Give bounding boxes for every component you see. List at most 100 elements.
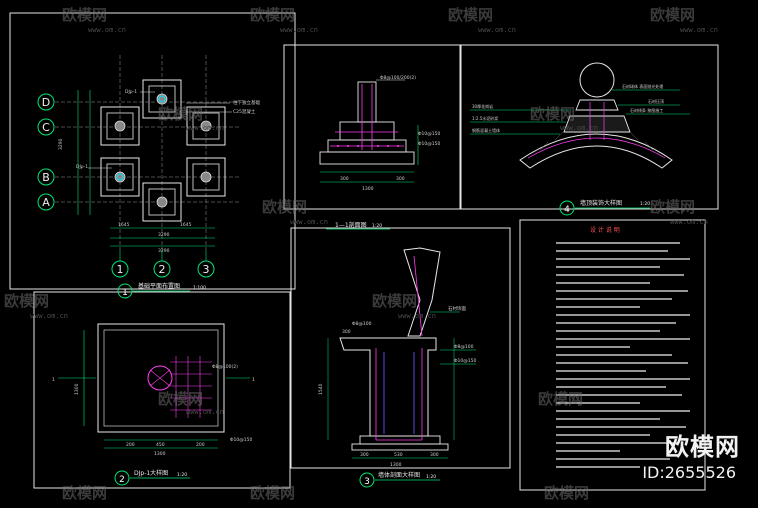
svg-text:3290: 3290 (158, 232, 170, 238)
watermark-brand: 欧模网 (262, 198, 308, 216)
brand-id-label: ID:2655526 (642, 463, 736, 482)
watermark-brand: 欧模网 (530, 105, 576, 123)
svg-text:1645: 1645 (180, 222, 192, 228)
notes-title: 设 计 说 明 (590, 226, 620, 234)
section-1-scale: 1:20 (372, 223, 382, 229)
detail-2-scale: 1:20 (177, 472, 187, 478)
svg-text:1300: 1300 (74, 383, 80, 395)
svg-text:300: 300 (360, 452, 369, 458)
svg-text:1300: 1300 (362, 186, 374, 192)
section-1-title: 1—1剖面图 (335, 221, 367, 229)
axis-row-c: C (42, 121, 50, 134)
watermark-url: www.om.cn (280, 26, 318, 34)
detail-3-number: 3 (364, 477, 370, 487)
watermark-brand: 欧模网 (650, 198, 696, 216)
watermark-brand: 欧模网 (544, 484, 590, 502)
watermark-brand: 欧模网 (250, 6, 296, 24)
watermark-url: www.om.cn (88, 26, 126, 34)
detail-3-scale: 1:20 (426, 474, 436, 480)
svg-text:Φ10@150: Φ10@150 (418, 141, 440, 147)
svg-text:Φ8@100(2): Φ8@100(2) (212, 364, 238, 370)
svg-text:Φ10@150: Φ10@150 (418, 131, 440, 137)
svg-text:3290: 3290 (158, 248, 170, 254)
plan-number: 1 (122, 288, 128, 298)
watermark-brand: 欧模网 (448, 6, 494, 24)
svg-text:200: 200 (126, 442, 135, 448)
svg-text:1: 1 (52, 377, 55, 383)
axis-row-b: B (42, 171, 50, 184)
watermark-url: www.om.cn (186, 408, 224, 416)
watermark-brand: 欧模网 (372, 292, 418, 310)
axis-col-3: 3 (203, 263, 210, 276)
axis-col-2: 2 (159, 263, 166, 276)
panel-frames (9, 12, 719, 491)
svg-text:1300: 1300 (154, 451, 166, 457)
detail-3-frame (290, 227, 511, 469)
svg-text:DJp-1: DJp-1 (125, 89, 137, 95)
watermark-url: www.om.cn (290, 218, 328, 226)
detail-2-frame (33, 291, 291, 489)
svg-text:300: 300 (396, 176, 405, 182)
watermark-url: www.om.cn (670, 218, 708, 226)
svg-text:石材球体 表面抛光处理: 石材球体 表面抛光处理 (622, 83, 663, 89)
svg-text:30厚花岗岩: 30厚花岗岩 (472, 103, 493, 109)
svg-text:C25混凝土: C25混凝土 (233, 108, 256, 115)
watermark-brand: 欧模网 (250, 484, 296, 502)
axis-row-d: D (42, 96, 50, 109)
watermark-brand: 欧模网 (650, 6, 696, 24)
svg-text:300: 300 (340, 176, 349, 182)
axis-row-a: A (42, 196, 50, 209)
watermark-url: www.om.cn (680, 26, 718, 34)
svg-text:1:2.5水泥砂浆: 1:2.5水泥砂浆 (472, 115, 498, 121)
svg-text:300: 300 (430, 452, 439, 458)
plan-frame (9, 12, 296, 290)
svg-text:450: 450 (156, 442, 165, 448)
watermark-brand: 欧模网 (62, 6, 108, 24)
svg-text:Φ8@100/200(2): Φ8@100/200(2) (380, 75, 416, 81)
watermark-brand: 欧模网 (158, 390, 204, 408)
svg-text:300: 300 (342, 329, 351, 335)
section-1-frame (283, 44, 462, 210)
detail-2-title: DJp-1大样图 (134, 469, 168, 477)
svg-text:Φ8@100: Φ8@100 (454, 344, 474, 350)
notes-drawing: 设 计 说 明 (556, 226, 690, 468)
svg-text:1300: 1300 (390, 462, 402, 468)
watermark-url: www.om.cn (186, 124, 224, 132)
detail-3-title: 墙体剖面大样图 (378, 471, 420, 479)
brand-logo-text: 欧模网 (665, 433, 740, 461)
axis-col-1: 1 (117, 263, 124, 276)
watermark-url: www.om.cn (478, 26, 516, 34)
svg-text:柱下独立基础: 柱下独立基础 (233, 99, 260, 106)
detail-4-scale: 1:20 (640, 201, 650, 207)
svg-text:Φ8@100: Φ8@100 (352, 321, 372, 327)
watermark-brand: 欧模网 (4, 292, 50, 310)
svg-text:钢筋混凝土墙体: 钢筋混凝土墙体 (472, 127, 500, 133)
svg-text:Φ10@150: Φ10@150 (230, 437, 252, 443)
detail-2-number: 2 (119, 475, 125, 485)
svg-text:1540: 1540 (318, 383, 324, 395)
watermark-brand: 欧模网 (538, 390, 584, 408)
plan-title: 基础平面布置图 (138, 282, 180, 290)
watermark-url: www.om.cn (30, 312, 68, 320)
watermark-url: www.om.cn (560, 124, 598, 132)
detail-4-number: 4 (564, 205, 570, 215)
svg-text:200: 200 (196, 442, 205, 448)
svg-text:3290: 3290 (58, 138, 64, 150)
svg-text:Φ10@150: Φ10@150 (454, 358, 476, 364)
notes-frame (519, 219, 706, 491)
plan-scale: 1:100 (193, 285, 206, 291)
detail-4-title: 墙顶装饰大样图 (580, 199, 622, 207)
watermark-brand: 欧模网 (62, 484, 108, 502)
svg-text:石材线条 按图施工: 石材线条 按图施工 (630, 107, 663, 113)
svg-text:DJp-1: DJp-1 (76, 164, 88, 170)
svg-text:石材饰面: 石材饰面 (448, 305, 466, 312)
detail-4-frame (459, 44, 719, 210)
svg-text:1: 1 (252, 377, 255, 383)
svg-text:石材压顶: 石材压顶 (648, 98, 664, 104)
svg-text:530: 530 (394, 452, 403, 458)
